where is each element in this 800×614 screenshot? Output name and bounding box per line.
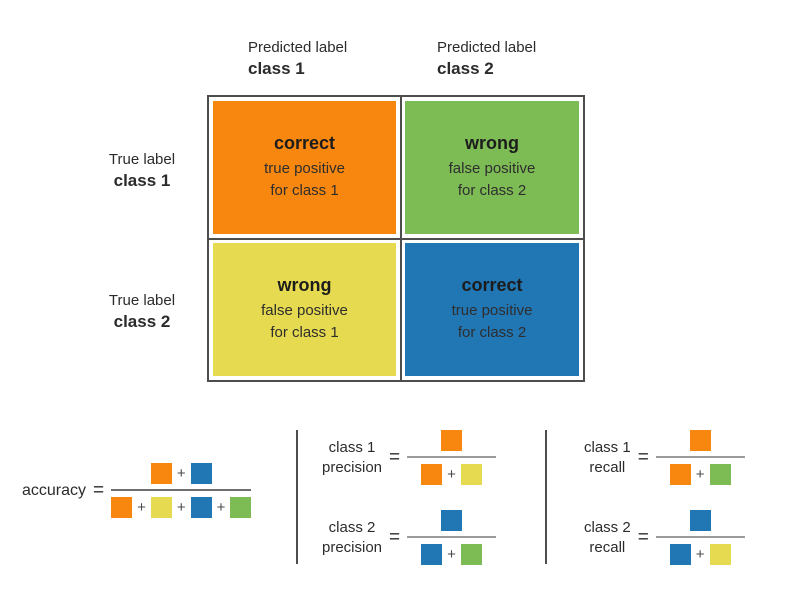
matrix-frame: correct true positive for class 1 wrong … (207, 95, 585, 382)
matrix-cell-true2-pred2: correct true positive for class 2 (405, 243, 579, 376)
matrix-cell-true1-pred2: wrong false positive for class 2 (405, 101, 579, 234)
true-label-text: True label (108, 151, 176, 168)
fraction-line (655, 456, 745, 458)
cell-subtext: false positive for class 2 (448, 160, 536, 199)
class1-precision-fraction: + (407, 430, 496, 485)
fraction-denominator: + (407, 458, 496, 485)
true-class1-text: class 1 (113, 171, 171, 191)
fraction-denominator: + + + (111, 491, 252, 518)
orange-color-square (441, 430, 463, 451)
yellow-color-square (709, 544, 731, 565)
matrix-row-divider (209, 238, 583, 240)
blue-color-square (190, 463, 212, 484)
plus-sign: + (176, 465, 186, 482)
blue-color-square (421, 544, 443, 565)
section-divider (545, 430, 547, 564)
blue-color-square (190, 497, 212, 518)
matrix-cell-true1-pred1: correct true positive for class 1 (213, 101, 396, 234)
yellow-color-square (150, 497, 172, 518)
predicted-class1-text: class 1 (248, 59, 305, 79)
fraction-line (111, 489, 252, 491)
fraction-line (655, 536, 745, 538)
class2-recall-fraction: + (655, 510, 745, 565)
col-header-predicted-class1: Predicted label class 1 (248, 38, 347, 81)
green-color-square (460, 544, 482, 565)
fraction-line (407, 536, 496, 538)
accuracy-label: accuracy (22, 481, 87, 499)
fraction-denominator: + (656, 538, 745, 565)
class2-precision-label: class 2 precision (322, 519, 383, 556)
cell-subtext: true positive for class 1 (264, 160, 345, 199)
row-header-true-class1: True label class 1 (83, 150, 201, 193)
equals-sign: = (389, 446, 401, 468)
fraction-numerator (689, 510, 711, 536)
matrix-cell-true2-pred1: wrong false positive for class 1 (213, 243, 396, 376)
formula-class2-recall: class 2 recall = + (584, 510, 745, 565)
predicted-class2-text: class 2 (437, 59, 494, 79)
fraction-numerator (689, 430, 711, 456)
orange-color-square (111, 497, 133, 518)
class1-recall-fraction: + (655, 430, 745, 485)
fraction-denominator: + (407, 538, 496, 565)
cell-verdict: wrong (465, 133, 519, 154)
equals-sign: = (93, 479, 105, 501)
green-color-square (230, 497, 252, 518)
row-header-true-class2: True label class 2 (83, 291, 201, 334)
yellow-color-square (460, 464, 482, 485)
orange-color-square (689, 430, 711, 451)
fraction-denominator: + (656, 458, 745, 485)
formula-class1-recall: class 1 recall = + (584, 430, 745, 485)
plus-sign: + (695, 466, 705, 483)
cell-verdict: correct (461, 275, 523, 296)
green-color-square (709, 464, 731, 485)
fraction-numerator (441, 430, 463, 456)
orange-color-square (150, 463, 172, 484)
cell-verdict: correct (273, 133, 336, 154)
predicted-label-text: Predicted label (248, 39, 348, 56)
class2-precision-fraction: + (407, 510, 496, 565)
accuracy-fraction: + + + + (111, 463, 252, 518)
orange-color-square (421, 464, 443, 485)
formula-class2-precision: class 2 precision = + (322, 510, 496, 565)
equals-sign: = (389, 526, 401, 548)
blue-color-square (441, 510, 463, 531)
formula-class1-precision: class 1 precision = + (322, 430, 496, 485)
cell-subtext: false positive for class 1 (261, 302, 348, 341)
class1-recall-label: class 1 recall (584, 439, 631, 476)
equals-sign: = (637, 526, 649, 548)
section-divider (296, 430, 298, 564)
plus-sign: + (216, 499, 226, 516)
class2-recall-label: class 2 recall (584, 519, 631, 556)
class1-precision-label: class 1 precision (322, 439, 383, 476)
fraction-line (407, 456, 496, 458)
true-label-text: True label (108, 292, 176, 309)
orange-color-square (669, 464, 691, 485)
equals-sign: = (637, 446, 649, 468)
col-header-predicted-class2: Predicted label class 2 (437, 38, 536, 81)
plus-sign: + (176, 499, 186, 516)
fraction-numerator (441, 510, 463, 536)
plus-sign: + (447, 466, 456, 483)
formula-accuracy: accuracy = + + + + (22, 463, 252, 518)
blue-color-square (669, 544, 691, 565)
cell-verdict: wrong (277, 275, 332, 296)
plus-sign: + (695, 546, 705, 563)
cell-subtext: true positive for class 2 (451, 302, 533, 341)
blue-color-square (689, 510, 711, 531)
fraction-numerator: + (150, 463, 212, 489)
plus-sign: + (137, 499, 146, 516)
predicted-label-text: Predicted label (437, 39, 537, 56)
true-class2-text: class 2 (113, 312, 171, 332)
plus-sign: + (447, 546, 456, 563)
